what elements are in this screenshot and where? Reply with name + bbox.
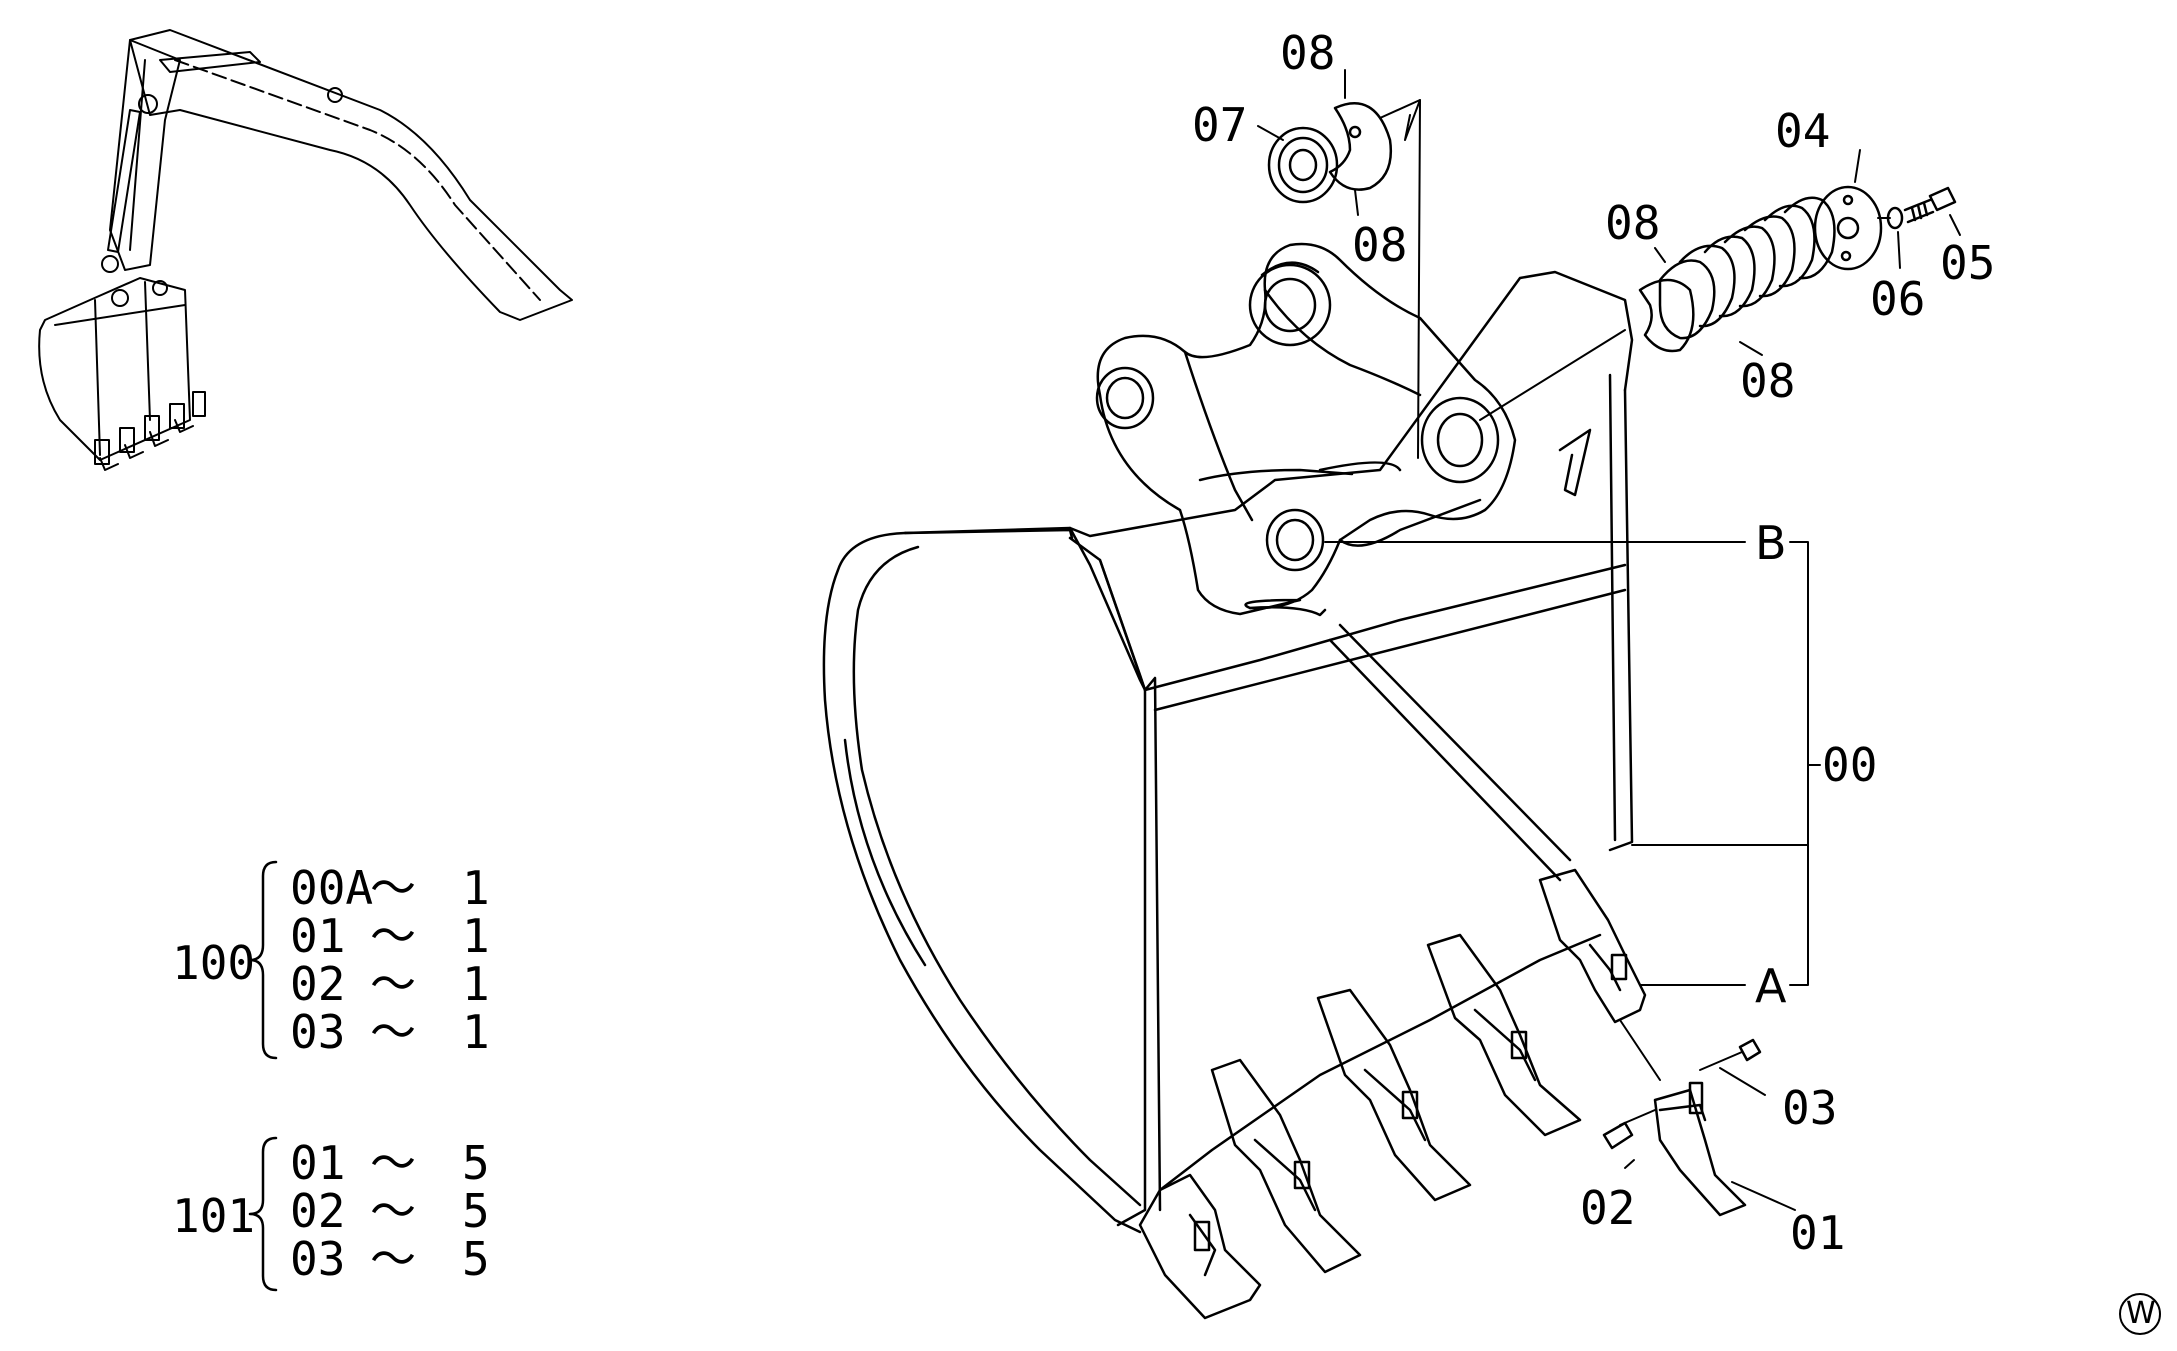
part-qty: 1 [462,861,490,915]
part-sep: ～ [370,1232,416,1286]
part-qty: 1 [462,909,490,963]
parts-list-braces [248,860,278,1292]
part-qty: 5 [462,1184,490,1238]
brace-101 [248,1136,278,1292]
part-code: 03 [290,1232,346,1286]
part-code: 02 [290,1184,346,1238]
callout-03: 03 [1782,1081,1838,1135]
exploded-tooth [1602,1019,1762,1217]
callout-08-left: 08 [1605,196,1661,250]
part-qty: 5 [462,1136,490,1190]
tooth-5 [1538,868,1647,1024]
part-05-bolt [1903,186,1957,224]
part-sep: ～ [370,861,416,915]
exploded-pin-hardware [1257,69,1961,459]
reference-brackets [1324,541,1821,1211]
lock-03 [1738,1038,1762,1062]
part-08-shim-left [1638,278,1695,353]
thumb-bucket [38,277,191,461]
callout-04: 04 [1775,104,1831,158]
bucket-side-plate [1068,536,1147,1227]
parts-group-100: 100 [172,936,256,990]
part-code: 00A [290,861,374,915]
part-sep: ～ [370,957,416,1011]
part-08-shim-upper [1328,102,1393,191]
arm-stick [109,39,181,271]
callout-A: A [1755,959,1787,1013]
boom-inner-line [174,59,541,301]
boom-cylinder [159,51,261,73]
part-code: 03 [290,1005,346,1059]
pin-boss-right [1420,396,1500,484]
tooth-4 [1426,933,1582,1137]
callout-08-top: 08 [1280,26,1336,80]
part-07-seal [1267,126,1339,204]
callout-08-bottom: 08 [1740,354,1796,408]
callout-00: 00 [1822,738,1878,792]
callout-02: 02 [1580,1181,1636,1235]
bucket-teeth [1138,868,1647,1320]
w-mark: W [2126,1296,2156,1331]
callout-B: B [1755,516,1787,570]
part-sep: ～ [370,1184,416,1238]
callout-01: 01 [1790,1206,1846,1260]
callout-07: 07 [1192,98,1248,152]
arm-stick-inner [129,59,146,251]
pin-02 [1602,1121,1634,1150]
tooth-3 [1316,988,1472,1202]
callout-06: 06 [1870,272,1926,326]
bucket-back-inner [852,545,1142,1207]
bucket-top-rim [903,270,1634,538]
mounting-bracket [1096,242,1517,616]
tooth-2 [1210,1058,1362,1274]
part-sep: ～ [370,1136,416,1190]
boom-outline [129,29,573,321]
part-qty: 1 [462,1005,490,1059]
callout-05: 05 [1940,236,1996,290]
part-sep: ～ [370,1005,416,1059]
part-code: 02 [290,957,346,1011]
bucket-back-shell [822,531,1142,1234]
w-mark-circle [2119,1293,2161,1335]
pin-boss-b [1265,508,1325,572]
parts-group-101: 101 [172,1189,256,1243]
tooth-1 [1138,1173,1262,1320]
part-code: 01 [290,1136,346,1190]
part-qty: 1 [462,957,490,1011]
part-code: 01 [290,909,346,963]
part-sep: ～ [370,909,416,963]
pin-boss-upper-left [1095,366,1155,430]
part-qty: 5 [462,1232,490,1286]
bucket-right-side [1608,388,1634,852]
arm-cylinder [107,109,141,253]
part-04-plate [1813,185,1883,271]
pin-boss-top [1248,263,1332,347]
brace-100 [248,860,278,1060]
bucket-assembly [822,242,1634,1234]
part-08-shim-stack [1658,196,1836,340]
callout-08-mid: 08 [1352,218,1408,272]
excavator-thumbnail [38,29,573,471]
